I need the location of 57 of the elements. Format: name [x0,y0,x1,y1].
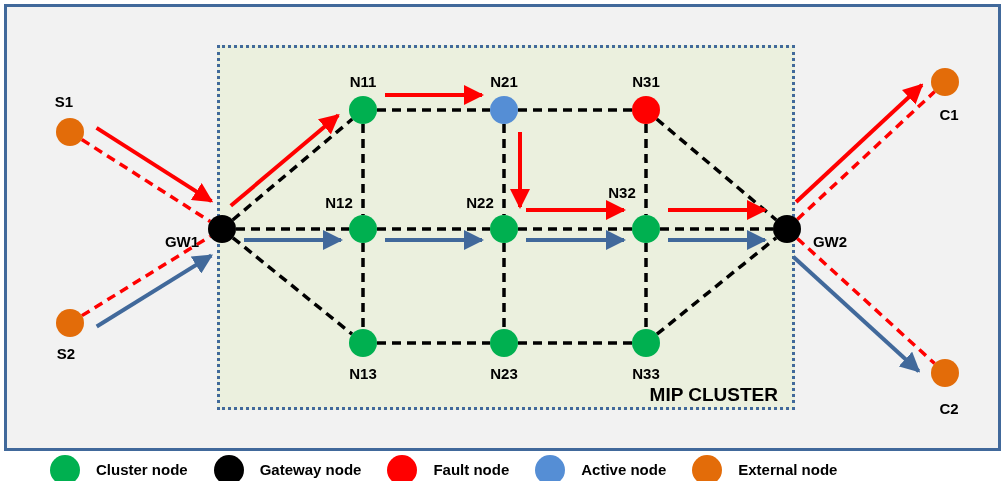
link-line [502,124,506,215]
node-label: GW2 [812,231,848,252]
link-line [377,341,490,345]
link-line [796,237,936,365]
flow-arrow [95,253,213,329]
link-line [377,108,490,112]
link-line [361,243,365,329]
flow-arrow [385,230,484,250]
flow-arrow [526,230,626,250]
link-line [80,138,212,223]
legend-label: Gateway node [259,459,362,480]
flow-arrow [385,85,484,105]
link-line [660,227,773,231]
link-line [231,117,354,222]
node-label: N11 [349,71,377,92]
flow-arrow [95,126,214,203]
node-label: N31 [632,71,660,92]
link-line [644,124,648,215]
link-line [518,341,632,345]
flow-arrow [510,132,530,209]
node-label: GW1 [164,231,200,252]
cluster-label: MIP CLUSTER [649,382,778,407]
link-line [236,227,349,231]
link-line [502,243,506,329]
node-label: S2 [56,343,76,364]
node-label: N33 [632,363,660,384]
legend-label: External node [738,459,838,480]
flow-arrow [794,83,924,204]
link-line [655,236,778,336]
flow-arrow [791,255,921,373]
link-line [518,227,632,231]
legend-label: Cluster node [96,459,188,480]
link-line [655,117,778,222]
node-label: N23 [490,363,518,384]
link-line [377,227,490,231]
link-line [361,124,365,215]
flow-arrow [668,230,767,250]
node-label: N22 [466,192,494,213]
link-line [796,90,936,221]
node-label: N12 [325,192,353,213]
cluster-box [217,45,795,410]
flow-arrow [229,113,340,208]
flow-arrow [244,230,343,250]
link-line [644,243,648,329]
node-label: N21 [490,71,518,92]
node-label: N13 [349,363,377,384]
node-label: C1 [939,104,959,125]
node-label: C2 [939,398,959,419]
legend-label: Fault node [433,459,510,480]
legend-label: Active node [581,459,667,480]
node-label: S1 [54,91,74,112]
link-line [81,234,211,318]
link-line [518,108,632,112]
flow-arrow [526,200,626,220]
flow-arrow [668,200,767,220]
link-line [231,236,354,336]
node-label: N32 [608,182,636,203]
